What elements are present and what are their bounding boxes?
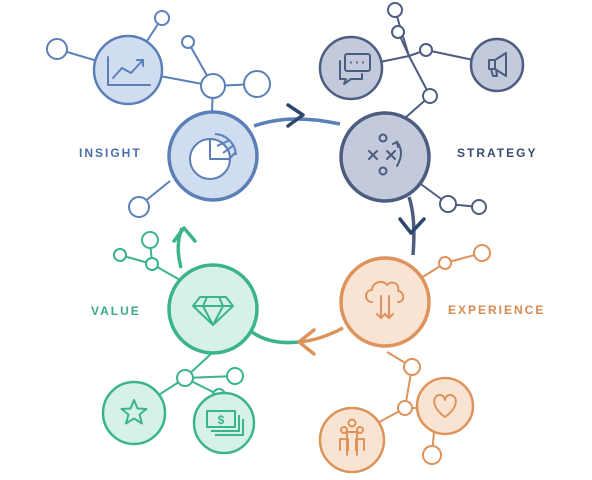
experience-node	[473, 244, 491, 262]
ring-arc-value-insight	[250, 330, 300, 345]
heart-icon	[433, 394, 457, 418]
insight-label: INSIGHT	[79, 146, 142, 160]
strategy-node	[471, 199, 487, 215]
strategy-node	[422, 88, 438, 104]
strategy-megaphone-circle	[469, 37, 525, 93]
chat-bubbles-icon	[339, 53, 371, 85]
strategy-node	[387, 2, 403, 18]
arrow-to-value-icon	[297, 328, 316, 356]
experience-node	[397, 400, 413, 416]
pie-chart-icon	[189, 133, 237, 180]
value-main-circle	[167, 263, 259, 355]
ring-arc-insight-strategy	[253, 117, 341, 128]
strategy-node	[439, 195, 457, 213]
insight-network	[46, 10, 271, 218]
experience-node	[438, 256, 452, 270]
value-network: $	[101, 231, 259, 455]
diamond-icon	[192, 296, 234, 326]
strategy-label: STRATEGY	[457, 146, 538, 160]
experience-main-circle	[339, 256, 431, 348]
line-chart-icon	[107, 56, 151, 86]
experience-people-circle	[318, 406, 386, 474]
strategy-play-icon	[368, 133, 402, 176]
insight-chart-circle	[92, 34, 164, 106]
arrow-to-experience-icon	[398, 217, 426, 235]
money-stack-glyph: $	[218, 413, 225, 427]
strategy-node	[419, 43, 433, 57]
star-icon	[120, 399, 148, 425]
insight-node	[128, 196, 150, 218]
experience-node	[403, 358, 421, 376]
ring-arc-strategy-experience	[407, 196, 416, 256]
experience-network	[318, 244, 491, 474]
arrow-to-insight-icon	[172, 226, 197, 243]
insight-node	[200, 73, 226, 99]
strategy-node	[391, 25, 405, 39]
strategy-network	[318, 2, 525, 215]
money-stack-icon	[206, 410, 244, 436]
value-star-circle	[101, 380, 167, 446]
value-node	[226, 367, 244, 385]
value-node	[176, 369, 194, 387]
people-icon	[339, 418, 365, 456]
value-node	[145, 257, 159, 271]
experience-heart-circle	[415, 376, 475, 436]
strategy-main-circle	[339, 111, 431, 203]
insight-node	[46, 38, 68, 60]
experience-label: EXPERIENCE	[448, 303, 546, 317]
ring-arc-experience-value	[299, 326, 344, 344]
value-node	[141, 231, 159, 249]
insight-node	[243, 70, 271, 98]
arrow-to-strategy-icon	[286, 103, 305, 128]
insight-node	[154, 10, 170, 26]
value-node	[113, 248, 127, 262]
megaphone-icon	[488, 52, 507, 77]
cycle-ring	[176, 117, 416, 345]
experience-node	[422, 445, 442, 465]
value-label: VALUE	[91, 304, 141, 318]
cloud-download-icon	[365, 280, 405, 319]
insight-node	[181, 35, 195, 49]
